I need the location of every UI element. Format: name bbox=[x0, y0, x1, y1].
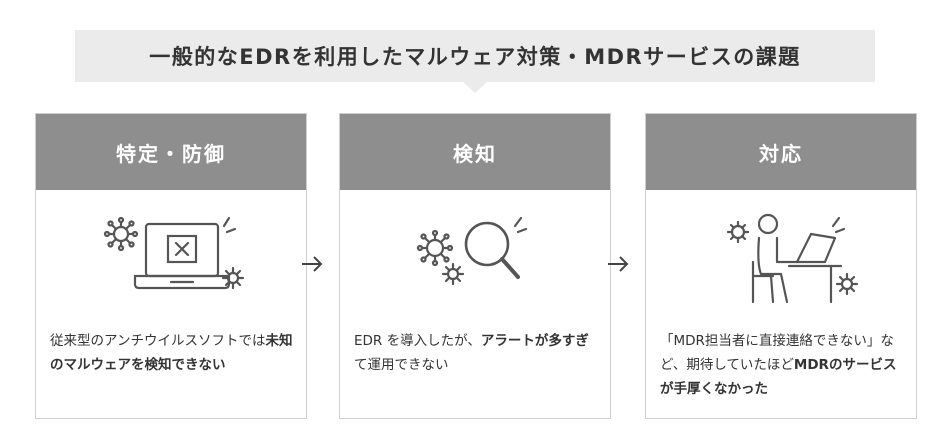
laptop-virus-icon bbox=[36, 204, 306, 314]
diagram-title-banner: 一般的なEDRを利用したマルウェア対策・MDRサービスの課題 bbox=[75, 30, 875, 82]
card-header: 検知 bbox=[340, 114, 610, 190]
card-heading: 特定・防御 bbox=[116, 141, 226, 166]
card-header: 対応 bbox=[646, 114, 916, 190]
desc-emphasis: アラートが多すぎ bbox=[480, 333, 589, 349]
title-pointer bbox=[463, 82, 487, 93]
person-desk-icon bbox=[646, 204, 916, 314]
desc-text: EDR を導入したが、 bbox=[354, 333, 481, 349]
diagram-title: 一般的なEDRを利用したマルウェア対策・MDRサービスの課題 bbox=[149, 45, 801, 69]
desc-text: 従来型のアンチウイルスソフトでは bbox=[50, 333, 266, 349]
card-description: 従来型のアンチウイルスソフトでは未知のマルウェアを検知できない bbox=[50, 329, 294, 377]
desc-emphasis: 未知のマルウェアを検知できない bbox=[50, 333, 293, 373]
desc-text: 「MDR担当者に直接連絡できない」など、期待していたほど bbox=[660, 333, 894, 373]
card-heading: 検知 bbox=[453, 141, 497, 166]
card-description: 「MDR担当者に直接連絡できない」など、期待していたほどMDRのサービスが手厚く… bbox=[660, 329, 904, 401]
card-identify-protect: 特定・防御 bbox=[35, 113, 307, 419]
card-respond: 対応 bbox=[645, 113, 917, 419]
desc-text: て運用できない bbox=[354, 357, 449, 373]
arrow-right-icon bbox=[302, 256, 323, 272]
desc-emphasis: MDRのサービスが手厚くなかった bbox=[660, 357, 897, 397]
card-header: 特定・防御 bbox=[36, 114, 306, 190]
magnifier-virus-icon bbox=[340, 204, 610, 314]
card-description: EDR を導入したが、アラートが多すぎて運用できない bbox=[354, 329, 598, 377]
card-heading: 対応 bbox=[759, 141, 803, 166]
arrow-right-icon bbox=[608, 256, 629, 272]
card-detect: 検知 bbox=[339, 113, 611, 419]
